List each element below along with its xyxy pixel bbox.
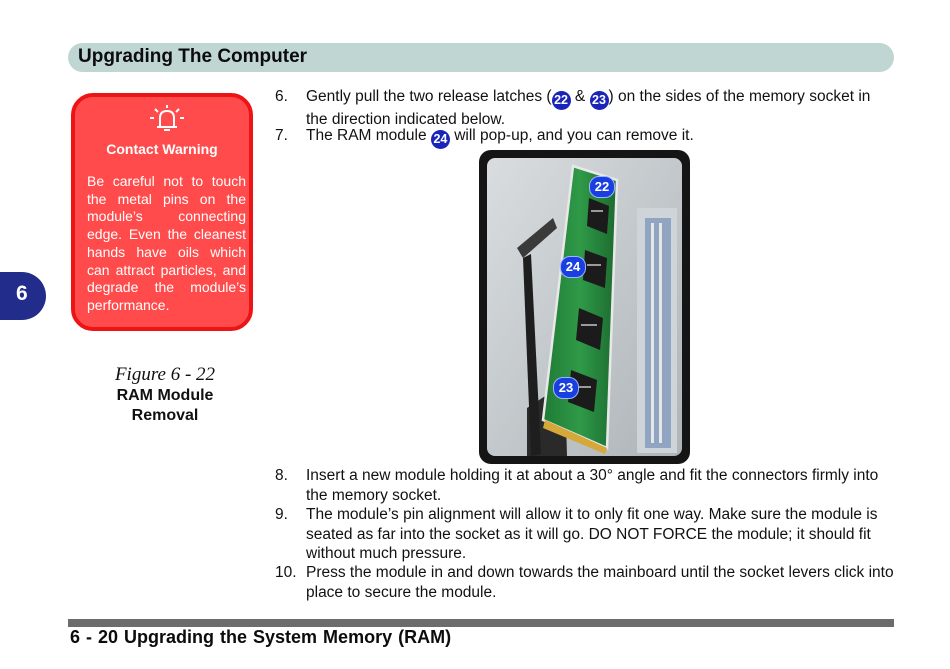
- ram-module-illustration: [487, 158, 682, 456]
- warning-text: Be careful not to touch the metal pins o…: [87, 173, 246, 313]
- section-title: Upgrading The Computer: [78, 46, 308, 67]
- step-number: 7.: [275, 127, 288, 144]
- chapter-tab: 6: [0, 272, 46, 320]
- figure-title-line1: RAM Module: [116, 387, 214, 404]
- warning-title: Contact Warning: [106, 141, 218, 157]
- callout-24: 24: [560, 256, 586, 278]
- step-text: Insert a new module holding it at about …: [306, 467, 879, 504]
- figure-caption: Figure 6 - 22 RAM Module Removal: [82, 364, 248, 426]
- step-number: 9.: [275, 506, 288, 523]
- callout-badge-23: 23: [589, 91, 609, 110]
- callout-23: 23: [553, 377, 579, 399]
- section-header-bar: Upgrading The Computer: [68, 43, 894, 72]
- step-number: 8.: [275, 467, 288, 484]
- footer-rule: [68, 619, 894, 627]
- warning-bell-icon: [150, 105, 184, 131]
- chapter-number: 6: [16, 282, 28, 305]
- footer-page-title: 6 - 20 Upgrading the System Memory (RAM): [70, 627, 452, 647]
- step-text: The RAM module 24 will pop-up, and you c…: [306, 126, 896, 149]
- figure-number: Figure 6 - 22: [114, 364, 216, 385]
- step-text: The module’s pin alignment will allow it…: [306, 506, 878, 562]
- step-text: Press the module in and down towards the…: [306, 564, 894, 601]
- step-text: Gently pull the two release latches (22 …: [306, 88, 871, 128]
- ram-removal-photo: 22 24 23: [479, 150, 690, 464]
- step-number: 10.: [275, 564, 297, 581]
- step-number: 6.: [275, 88, 288, 105]
- callout-badge-22: 22: [551, 91, 571, 110]
- figure-title-line2: Removal: [131, 407, 199, 424]
- callout-badge-24: 24: [430, 130, 450, 149]
- callout-22: 22: [589, 176, 615, 198]
- contact-warning-box: Contact Warning Be careful not to touch …: [71, 93, 253, 331]
